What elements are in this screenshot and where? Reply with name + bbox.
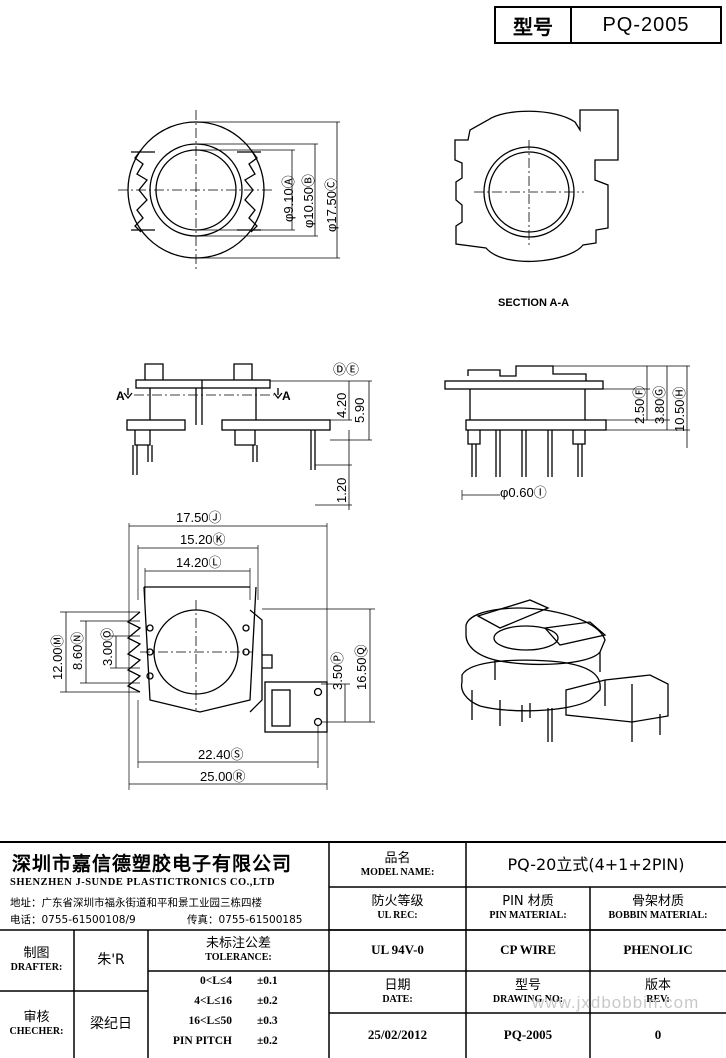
dim-phi-9-10: φ9.10Ⓐ <box>281 175 296 222</box>
drawing-no-label: 型号 DRAWING NO: <box>467 972 589 1012</box>
bobbin-material-label-en: BOBBIN MATERIAL: <box>608 910 708 922</box>
top-view <box>118 110 340 270</box>
dim-16-50: 16.50Ⓠ <box>354 644 369 690</box>
drafter-label-en: DRAFTER: <box>10 962 63 974</box>
tolerance-value: ±0.3 <box>257 1015 278 1027</box>
checker-label-en: CHECHER: <box>9 1026 64 1038</box>
dim-12-00: 12.00Ⓜ <box>50 634 65 680</box>
section-view <box>454 109 619 263</box>
section-label: SECTION A-A <box>498 297 569 309</box>
tolerance-range: 16<L≤50 <box>188 1015 232 1027</box>
dim-phi-10-50: φ10.50Ⓑ <box>301 174 316 228</box>
tolerance-value: ±0.1 <box>257 975 278 987</box>
pin-material-label-zh: PIN 材质 <box>502 894 554 910</box>
technical-drawing: φ9.10Ⓐ φ10.50Ⓑ φ17.50Ⓒ SECTION A-A ⒹⒺ 4.… <box>0 109 726 843</box>
tolerance-table: 0<L≤4 ±0.1 4<L≤16 ±0.2 16<L≤50 ±0.3 PIN … <box>149 973 328 1057</box>
watermark: www.jxdbobbin.com <box>532 993 700 1012</box>
drawing-no-label-zh: 型号 <box>514 977 541 993</box>
company-name-zh: 深圳市嘉信德塑胶电子有限公司 <box>12 853 293 875</box>
drafter-value: 朱'R <box>75 931 147 990</box>
front-view <box>123 363 372 510</box>
checker-name: 梁纪日 <box>90 1016 132 1033</box>
section-arrow-left-label: A <box>116 389 125 403</box>
dim-phi-17-50: φ17.50Ⓒ <box>324 178 339 232</box>
title-block: 深圳市嘉信德塑胶电子有限公司 SHENZHEN J-SUNDE PLASTICT… <box>0 843 726 1058</box>
model-name-label-zh: 品名 <box>384 850 411 866</box>
dim-15-20: 15.20Ⓚ <box>180 532 226 547</box>
tolerance-range: 4<L≤16 <box>194 995 232 1007</box>
dim-1-20: 1.20 <box>334 478 349 503</box>
company-block: 深圳市嘉信德塑胶电子有限公司 SHENZHEN J-SUNDE PLASTICT… <box>6 849 324 927</box>
dim-14-20: 14.20Ⓛ <box>176 555 222 570</box>
company-phone: 电话：0755-61500108/9 <box>10 914 136 926</box>
dim-5-90: 5.90 <box>352 398 367 423</box>
model-name-text: PQ-20立式(4+1+2PIN) <box>507 854 685 874</box>
dim-3-80: 3.80Ⓖ <box>652 386 667 424</box>
checker-value: 梁纪日 <box>75 992 147 1057</box>
pin-material-value: CP WIRE <box>500 942 556 958</box>
bottom-view <box>60 523 375 790</box>
dim-22-40: 22.40Ⓢ <box>198 747 244 762</box>
tolerance-range: 0<L≤4 <box>199 975 232 987</box>
model-header-value: PQ-2005 <box>602 13 690 36</box>
drawing-no-value: PQ-2005 <box>503 1027 553 1043</box>
dim-25-00: 25.00Ⓡ <box>200 769 246 784</box>
rev-label-en: REV: <box>646 993 670 1005</box>
drafter-name: 朱'R <box>97 952 125 969</box>
bobbin-material-label: 骨架材质 BOBBIN MATERIAL: <box>591 888 725 929</box>
date-label: 日期 DATE: <box>330 972 465 1012</box>
model-name-value: PQ-20立式(4+1+2PIN) <box>467 844 725 886</box>
company-address: 地址：广东省深圳市福永街道和平和景工业园三栋四楼 <box>10 897 262 909</box>
dim-2-50: 2.50Ⓕ <box>632 386 647 424</box>
checker-label-zh: 审核 <box>23 1010 50 1026</box>
tolerance-value: ±0.2 <box>257 995 278 1007</box>
section-arrow-right-label: A <box>282 389 291 403</box>
dim-3-50: 3.50Ⓟ <box>330 652 345 690</box>
rev-value: 0 <box>654 1027 662 1043</box>
title-block-grid <box>0 843 726 1058</box>
dim-letters-de: ⒹⒺ <box>333 362 359 377</box>
pin-material-label-en: PIN MATERIAL: <box>489 910 567 922</box>
model-header-label: 型号 <box>496 8 572 42</box>
date-label-zh: 日期 <box>384 977 411 993</box>
tolerance-label-zh: 未标注公差 <box>205 936 271 952</box>
model-header-box: 型号 PQ-2005 <box>494 6 722 44</box>
dim-3-00: 3.00Ⓞ <box>100 628 115 666</box>
dim-10-50: 10.50Ⓗ <box>672 386 687 432</box>
drafter-label-zh: 制图 <box>23 946 50 962</box>
ul-rec-label: 防火等级 UL REC: <box>330 888 465 929</box>
date-label-en: DATE: <box>382 993 413 1005</box>
rev-label-zh: 版本 <box>644 977 671 993</box>
company-name-en: SHENZHEN J-SUNDE PLASTICTRONICS CO.,LTD <box>10 877 276 888</box>
isometric-view <box>460 599 669 742</box>
ul-value: UL 94V-0 <box>371 942 424 958</box>
tolerance-value: ±0.2 <box>257 1035 278 1047</box>
tolerance-range: PIN PITCH <box>172 1035 232 1047</box>
dim-17-50: 17.50Ⓙ <box>176 510 222 525</box>
drawing-no-label-en: DRAWING NO: <box>492 993 564 1005</box>
rev-label: 版本 REV: <box>591 972 725 1012</box>
dim-phi-0-60: φ0.60Ⓘ <box>500 485 547 500</box>
company-fax: 传真：0755-61500185 <box>187 914 303 926</box>
tolerance-label: 未标注公差 TOLERANCE: <box>149 931 328 970</box>
tolerance-label-en: TOLERANCE: <box>205 952 272 964</box>
model-name-label-en: MODEL NAME: <box>360 866 435 878</box>
side-view <box>444 365 690 500</box>
checker-label: 审核 CHECHER: <box>0 992 73 1057</box>
bobbin-material-value: PHENOLIC <box>623 942 693 958</box>
ul-rec-label-zh: 防火等级 <box>371 894 424 910</box>
ul-rec-label-en: UL REC: <box>377 910 418 922</box>
dim-4-20: 4.20 <box>334 393 349 418</box>
pin-material-label: PIN 材质 PIN MATERIAL: <box>467 888 589 929</box>
dim-8-60: 8.60Ⓝ <box>70 632 85 670</box>
drafter-label: 制图 DRAFTER: <box>0 931 73 990</box>
bobbin-material-label-zh: 骨架材质 <box>631 894 684 910</box>
model-name-label: 品名 MODEL NAME: <box>330 844 465 886</box>
date-value: 25/02/2012 <box>367 1027 428 1043</box>
